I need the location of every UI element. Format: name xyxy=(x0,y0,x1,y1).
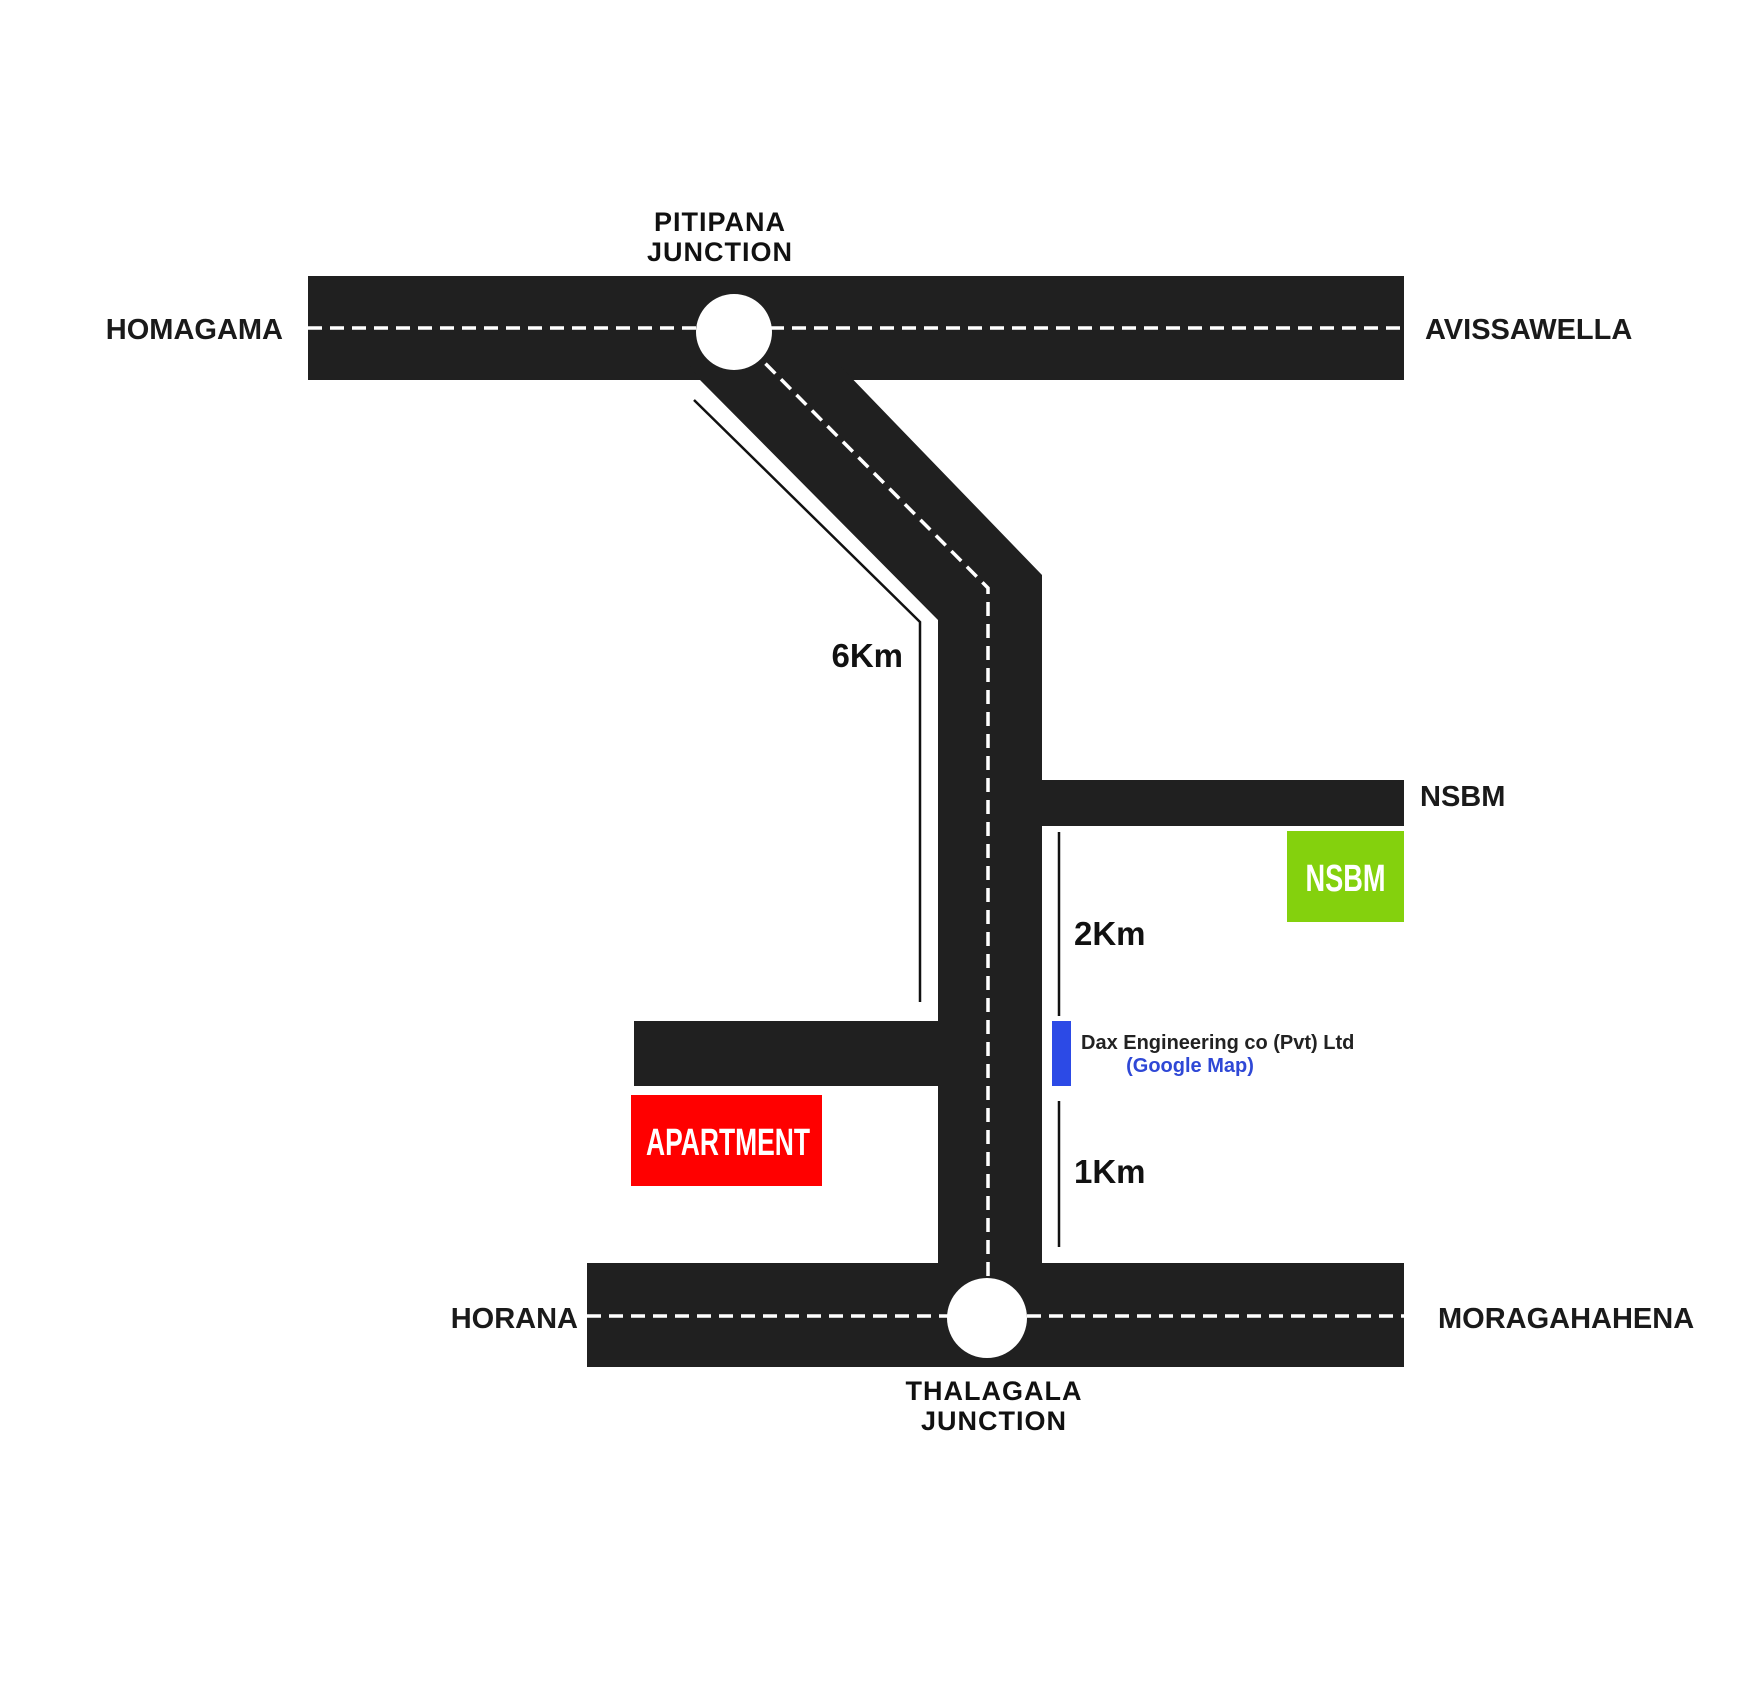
distance-label-6km: 6Km xyxy=(831,637,903,674)
apartment-road xyxy=(634,1021,942,1086)
diagonal-road xyxy=(690,366,1042,630)
place-label-avissawella: AVISSAWELLA xyxy=(1425,314,1632,346)
place-label-nsbm-road: NSBM xyxy=(1420,781,1505,813)
place-label-horana: HORANA xyxy=(451,1303,578,1335)
google-map-link[interactable]: (Google Map) xyxy=(1126,1055,1254,1077)
place-label-moragahahena: MORAGAHAHENA xyxy=(1438,1303,1694,1335)
distance-label-2km: 2Km xyxy=(1074,915,1146,952)
main-road-centre-line xyxy=(748,346,990,1280)
apartment-badge xyxy=(631,1095,822,1186)
apartment-badge-label: APARTMENT xyxy=(646,1122,810,1164)
pitipana-junction-marker xyxy=(696,294,772,370)
pitipana-junction-label-line2: JUNCTION xyxy=(647,237,793,267)
thalagala-junction-marker xyxy=(947,1278,1027,1358)
dax-company-name: Dax Engineering co (Pvt) Ltd xyxy=(1081,1032,1354,1054)
place-label-homagama: HOMAGAMA xyxy=(106,314,283,346)
main-road xyxy=(938,575,1042,1275)
nsbm-road xyxy=(1038,780,1404,826)
dax-location-marker xyxy=(1052,1021,1071,1086)
nsbm-badge-label: NSBM xyxy=(1306,858,1386,900)
distance-label-1km: 1Km xyxy=(1074,1153,1146,1190)
thalagala-junction-label-line1: THALAGALA xyxy=(906,1376,1083,1406)
distance-line-6km xyxy=(693,399,922,1002)
nsbm-badge xyxy=(1287,831,1404,922)
thalagala-junction-label-line2: JUNCTION xyxy=(921,1406,1067,1436)
pitipana-junction-label-line1: PITIPANA xyxy=(654,207,786,237)
